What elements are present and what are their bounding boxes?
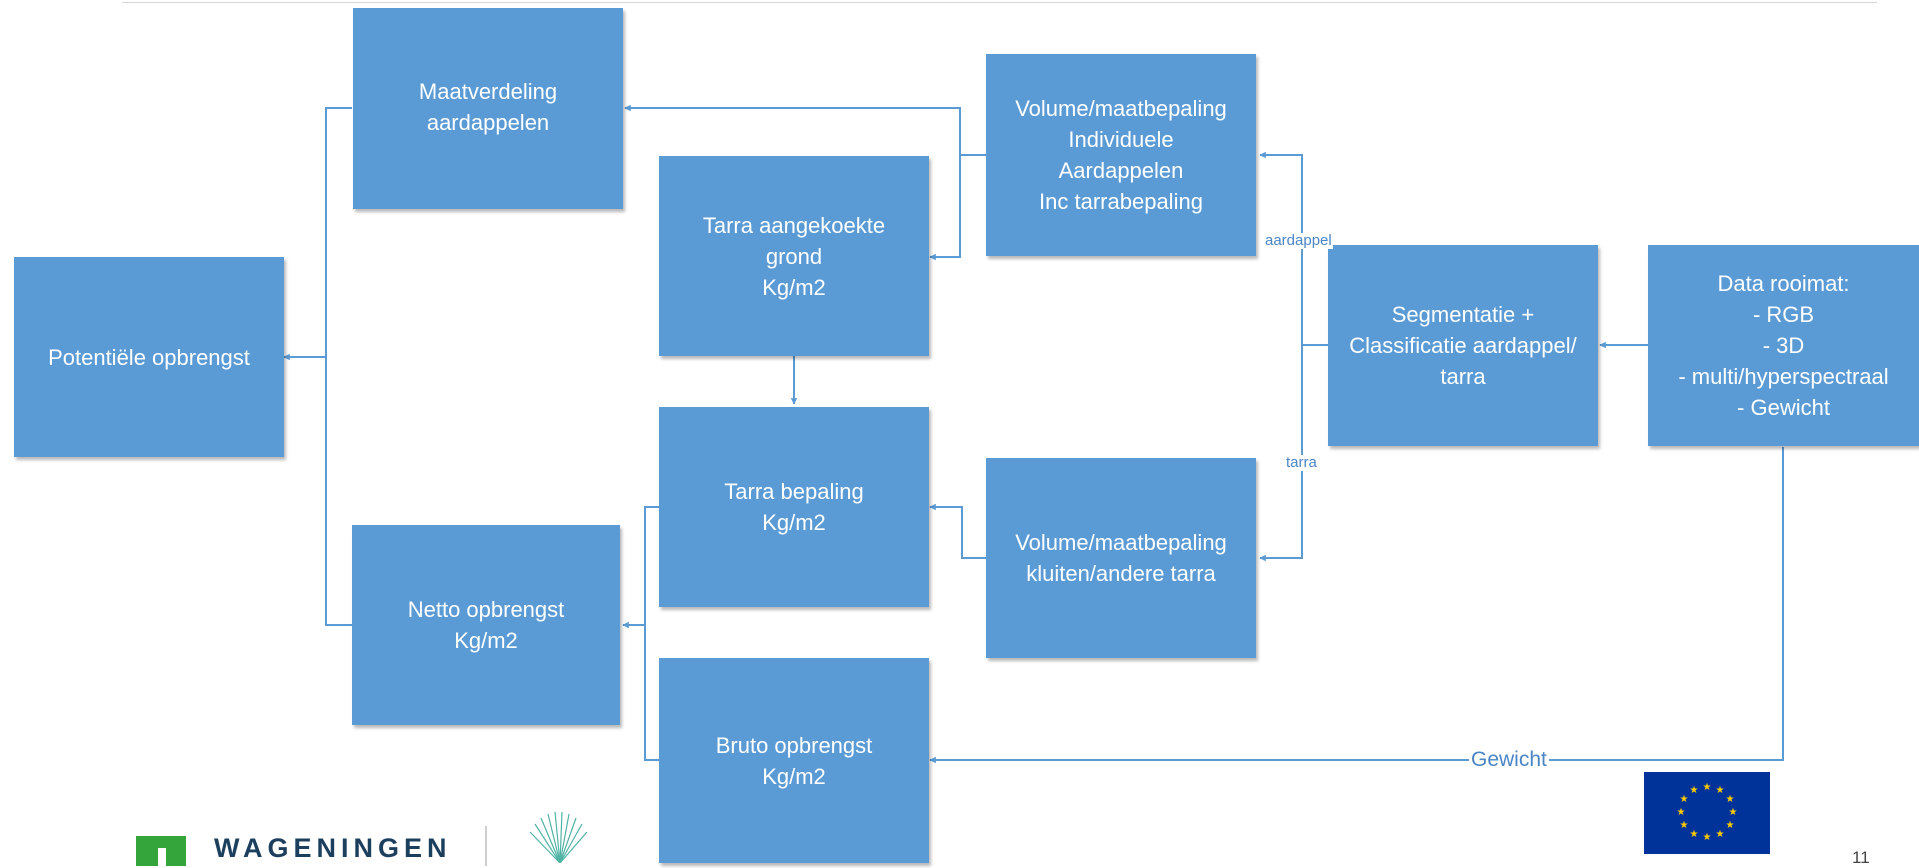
box-volume-individueel: Volume/maatbepaling Individuele Aardappe… [986, 54, 1256, 256]
box-tarra-aangekoekt: Tarra aangekoekte grond Kg/m2 [659, 156, 929, 356]
box-label: Tarra aangekoekte grond Kg/m2 [702, 212, 886, 300]
logo-divider [485, 826, 487, 866]
box-segmentatie: Segmentatie + Classificatie aardappel/ t… [1328, 245, 1598, 446]
svg-text:★: ★ [1677, 807, 1686, 818]
svg-text:★: ★ [1690, 785, 1699, 796]
svg-text:★: ★ [1726, 794, 1735, 805]
box-label: Data rooimat: - RGB - 3D - multi/hypersp… [1678, 271, 1889, 420]
edge-segmentatie-to-volume-kluiten [1259, 345, 1303, 562]
box-netto-opbrengst: Netto opbrengst Kg/m2 [352, 525, 620, 725]
box-label: Maatverdeling aardappelen [418, 79, 558, 135]
box-label: Bruto opbrengst Kg/m2 [715, 732, 873, 789]
edge-volume-individueel-to-tarra-aangekoekt [929, 155, 961, 261]
svg-text:★: ★ [1726, 820, 1735, 831]
edge-data-to-bruto [929, 447, 1784, 764]
edge-label-gewicht: Gewicht [1469, 748, 1549, 771]
box-label: Volume/maatbepaling kluiten/andere tarra [1015, 530, 1227, 586]
page-number: 11 [1852, 848, 1870, 867]
eu-flag-logo: ★ ★ ★ ★ ★ ★ ★ ★ ★ ★ ★ ★ [1644, 772, 1770, 854]
wageningen-logo-mark-detail [158, 848, 166, 866]
svg-text:★: ★ [1690, 829, 1699, 840]
box-label: Netto opbrengst Kg/m2 [407, 597, 565, 653]
box-label: Tarra bepaling Kg/m2 [724, 479, 864, 535]
svg-text:★: ★ [1716, 785, 1725, 796]
svg-text:★: ★ [1703, 782, 1712, 793]
edge-segmentatie-to-volume-individueel [1259, 151, 1303, 345]
svg-text:★: ★ [1680, 794, 1689, 805]
leaf-logo-icon [529, 811, 588, 863]
box-label: Volume/maatbepaling Individuele Aardappe… [1015, 96, 1227, 214]
svg-text:★: ★ [1680, 820, 1689, 831]
svg-text:★: ★ [1716, 829, 1725, 840]
top-divider [122, 2, 1877, 3]
eu-stars-icon: ★ ★ ★ ★ ★ ★ ★ ★ ★ ★ ★ ★ [1677, 782, 1738, 843]
box-maatverdeling: Maatverdeling aardappelen [353, 8, 623, 209]
box-label: Segmentatie + Classificatie aardappel/ t… [1349, 302, 1577, 389]
box-volume-kluiten: Volume/maatbepaling kluiten/andere tarra [986, 458, 1256, 658]
svg-text:★: ★ [1729, 807, 1738, 818]
box-data-rooimat: Data rooimat: - RGB - 3D - multi/hypersp… [1648, 245, 1919, 446]
box-potentiele-opbrengst: Potentiële opbrengst [14, 257, 284, 457]
svg-text:★: ★ [1703, 832, 1712, 843]
edge-volume-kluiten-to-tarra-bepaling [929, 503, 986, 559]
box-bruto-opbrengst: Bruto opbrengst Kg/m2 [659, 658, 929, 863]
box-tarra-bepaling: Tarra bepaling Kg/m2 [659, 407, 929, 607]
edge-volume-individueel-to-maatverdeling-path [624, 104, 986, 156]
edge-label-tarra: tarra [1285, 454, 1318, 471]
wageningen-logo-text: WAGENINGEN [214, 833, 452, 863]
edge-maatverdeling-netto-to-potentieel [325, 107, 352, 626]
box-label: Potentiële opbrengst [48, 344, 250, 370]
edge-tarra-bepaling-bus [644, 506, 659, 761]
edge-label-aardappel: aardappel [1264, 232, 1333, 249]
